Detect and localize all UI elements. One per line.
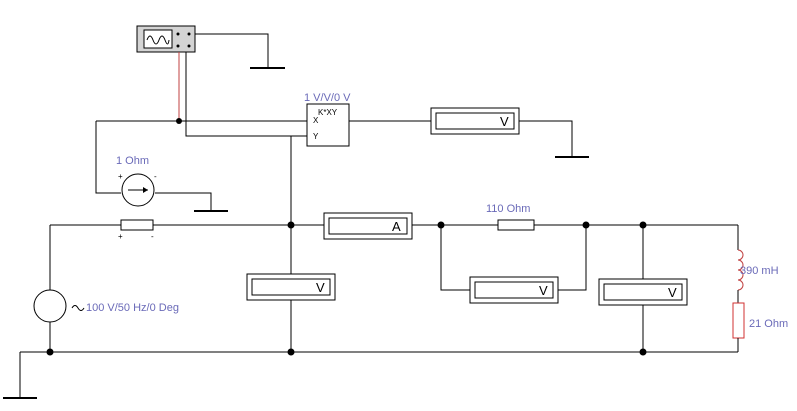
ammeter[interactable]: A: [323, 212, 413, 240]
sense-resistor[interactable]: + -: [118, 219, 154, 241]
wire-sensor-right: [155, 192, 212, 210]
voltmeter-unit: V: [539, 283, 548, 298]
voltmeter-unit: V: [500, 114, 509, 129]
resistor-110-label: 110 Ohm: [486, 203, 530, 215]
voltmeter-resistor[interactable]: V: [469, 276, 559, 304]
inductor-label: 390 mH: [740, 265, 779, 277]
inductor[interactable]: [737, 249, 744, 291]
multiplier[interactable]: K*XY X Y: [306, 103, 350, 147]
voltmeter-unit: V: [668, 285, 677, 300]
voltmeter-power[interactable]: V: [430, 107, 520, 135]
multiplier-x-label: X: [313, 116, 319, 125]
sense-minus: -: [151, 232, 154, 241]
sensor-minus: -: [154, 172, 157, 181]
source-label: 100 V/50 Hz/0 Deg: [86, 302, 179, 314]
scope-probe-b: [185, 52, 307, 137]
junction-dots: [46, 221, 647, 356]
voltmeter-load[interactable]: V: [598, 278, 688, 306]
multiplier-gain-label: 1 V/V/0 V: [304, 92, 351, 104]
multiplier-symbol: K*XY: [318, 108, 338, 117]
ac-voltage-source[interactable]: [33, 289, 85, 323]
multiplier-y-label: Y: [313, 132, 319, 141]
sense-plus: +: [118, 232, 123, 241]
voltmeter-source[interactable]: V: [246, 273, 336, 301]
sensor-label: 1 Ohm: [116, 155, 149, 167]
resistor-21-label: 21 Ohm: [749, 318, 788, 330]
sensor-plus: +: [118, 172, 123, 181]
voltmeter-unit: V: [316, 280, 325, 295]
ac-tilde-icon: [71, 305, 85, 311]
scope-ground-wire: [195, 33, 269, 67]
wire-sensor-left: [95, 121, 121, 194]
oscilloscope[interactable]: [136, 25, 196, 53]
current-sensor[interactable]: + -: [118, 172, 157, 207]
resistor-110[interactable]: [497, 219, 535, 231]
wire-vr-left: [440, 225, 470, 291]
sine-wave-icon: [146, 35, 170, 45]
wire-vr-right: [558, 225, 587, 291]
ammeter-unit: A: [392, 219, 401, 234]
wire-vm-ground: [519, 120, 573, 156]
resistor-21[interactable]: [732, 302, 745, 339]
